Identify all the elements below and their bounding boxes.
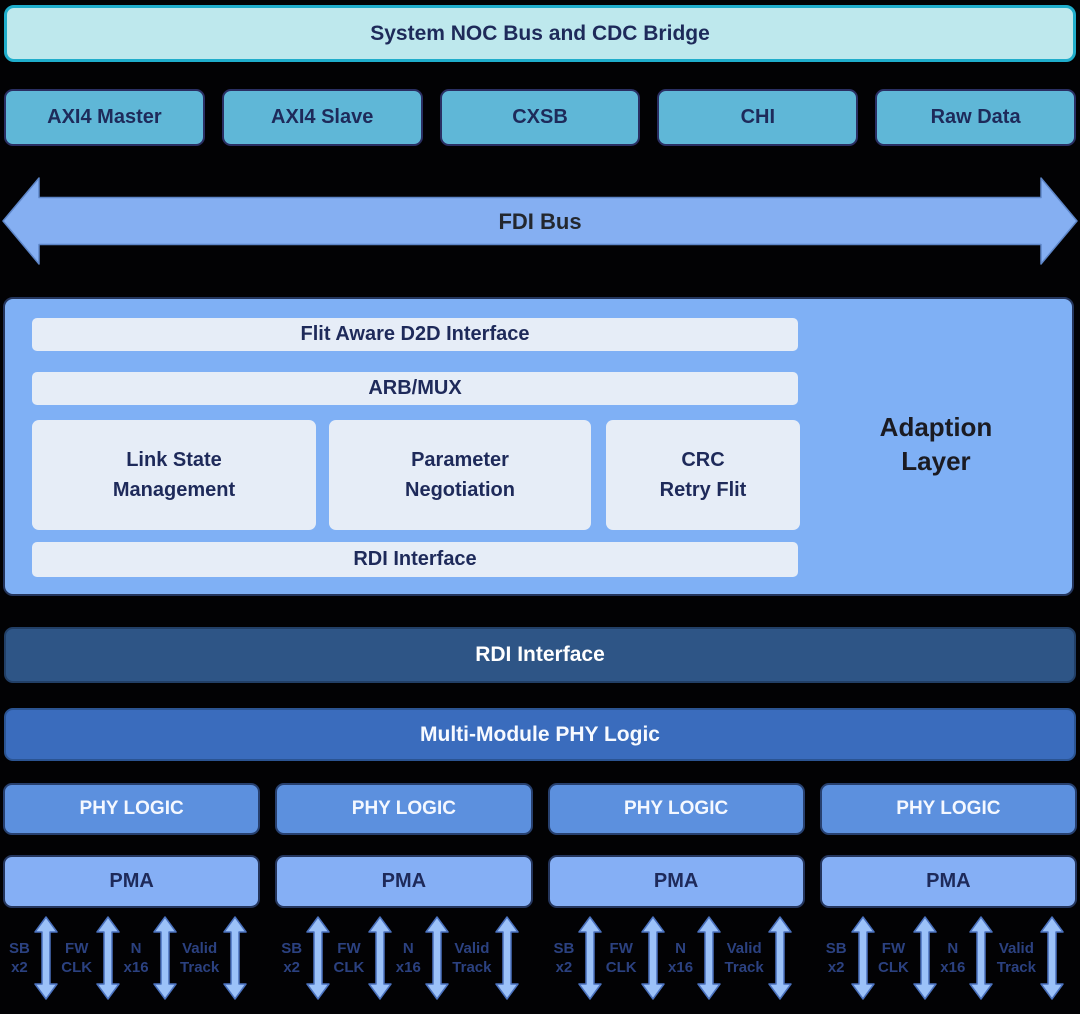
signal-label: Valid Track	[724, 939, 764, 977]
signal-label: N x16	[123, 939, 149, 977]
adaption-layer-title: Adaption Layer	[879, 412, 993, 476]
rdi-interface-inner-bar: RDI Interface	[32, 542, 798, 577]
adaption-layer-container: Flit Aware D2D Interface ARB/MUX Link St…	[3, 297, 1074, 596]
pma-box-3: PMA	[547, 855, 805, 908]
flit-aware-d2d-interface-bar: Flit Aware D2D Interface	[32, 318, 798, 351]
signal-valid-track: Valid Track	[725, 916, 793, 1000]
signal-fw-clk: FW CLK	[61, 916, 121, 1000]
phy-logic-box-3: PHY LOGIC	[547, 783, 805, 835]
signal-n-x16: N x16	[396, 916, 450, 1000]
phy-logic-box-4: PHY LOGIC	[819, 783, 1077, 835]
signal-label: N x16	[940, 939, 966, 977]
pma-row: PMA PMA PMA PMA	[3, 855, 1077, 908]
phy-logic-box-1: PHY LOGIC	[3, 783, 261, 835]
rdi-interface-bar: RDI Interface	[4, 627, 1076, 683]
system-noc-bus-banner: System NOC Bus and CDC Bridge	[4, 5, 1076, 62]
signal-fw-clk: FW CLK	[878, 916, 938, 1000]
crc-retry-flit-block: CRC Retry Flit	[606, 420, 800, 530]
signal-valid-track: Valid Track	[997, 916, 1065, 1000]
signal-valid-track: Valid Track	[452, 916, 520, 1000]
protocol-box-axi4-slave: AXI4 Slave	[221, 89, 423, 146]
protocol-box-chi: CHI	[657, 89, 859, 146]
protocol-box-cxsb: CXSB	[439, 89, 641, 146]
signal-label: Valid Track	[180, 939, 220, 977]
double-arrow-vertical-icon	[34, 916, 58, 1000]
double-arrow-vertical-icon	[640, 916, 665, 1000]
signal-label: FW CLK	[878, 939, 909, 977]
protocol-row: AXI4 Master AXI4 Slave CXSB CHI Raw Data	[4, 89, 1076, 146]
signal-sb-x2: SB x2	[9, 916, 59, 1000]
signal-row: SB x2 FW CLK N x16 Valid Track SB x2	[3, 915, 1077, 1001]
signal-label: SB x2	[825, 939, 847, 977]
pma-box-2: PMA	[275, 855, 533, 908]
double-arrow-vertical-icon	[1040, 916, 1064, 1000]
signal-group-1: SB x2 FW CLK N x16 Valid Track	[3, 915, 260, 1001]
signal-fw-clk: FW CLK	[334, 916, 394, 1000]
protocol-box-raw-data: Raw Data	[875, 89, 1076, 146]
double-arrow-vertical-icon	[152, 916, 177, 1000]
signal-sb-x2: SB x2	[554, 916, 604, 1000]
double-arrow-vertical-icon	[96, 916, 120, 1000]
signal-sb-x2: SB x2	[826, 916, 876, 1000]
signal-label: N x16	[395, 939, 421, 977]
double-arrow-vertical-icon	[850, 916, 875, 1000]
signal-n-x16: N x16	[940, 916, 994, 1000]
signal-valid-track: Valid Track	[180, 916, 248, 1000]
signal-group-2: SB x2 FW CLK N x16 Valid Track	[275, 915, 532, 1001]
signal-n-x16: N x16	[124, 916, 178, 1000]
fdi-bus-double-arrow-icon: FDI Bus	[2, 177, 1078, 265]
signal-label: FW CLK	[605, 939, 637, 977]
link-state-management-block: Link State Management	[32, 420, 316, 530]
double-arrow-vertical-icon	[495, 916, 520, 1000]
phy-logic-box-2: PHY LOGIC	[275, 783, 533, 835]
signal-sb-x2: SB x2	[281, 916, 331, 1000]
double-arrow-vertical-icon	[969, 916, 994, 1000]
double-arrow-vertical-icon	[578, 916, 603, 1000]
signal-fw-clk: FW CLK	[606, 916, 666, 1000]
protocol-box-axi4-master: AXI4 Master	[4, 89, 205, 146]
double-arrow-vertical-icon	[223, 916, 247, 1000]
double-arrow-vertical-icon	[368, 916, 393, 1000]
double-arrow-vertical-icon	[913, 916, 937, 1000]
signal-label: FW CLK	[61, 939, 93, 977]
fdi-bus-label: FDI Bus	[498, 209, 581, 234]
double-arrow-vertical-icon	[306, 916, 330, 1000]
double-arrow-vertical-icon	[767, 916, 792, 1000]
arb-mux-bar: ARB/MUX	[32, 372, 798, 405]
signal-group-4: SB x2 FW CLK N x16 Valid Track	[820, 915, 1077, 1001]
phy-logic-row: PHY LOGIC PHY LOGIC PHY LOGIC PHY LOGIC	[3, 783, 1077, 835]
signal-label: FW CLK	[333, 939, 365, 977]
signal-group-3: SB x2 FW CLK N x16 Valid Track	[548, 915, 805, 1001]
signal-label: Valid Track	[452, 939, 492, 977]
multi-module-phy-logic-bar: Multi-Module PHY Logic	[4, 708, 1076, 761]
signal-n-x16: N x16	[668, 916, 722, 1000]
double-arrow-vertical-icon	[697, 916, 721, 1000]
pma-box-4: PMA	[819, 855, 1077, 908]
signal-label: SB x2	[9, 939, 30, 977]
signal-label: N x16	[668, 939, 694, 977]
signal-label: SB x2	[553, 939, 575, 977]
pma-box-1: PMA	[3, 855, 261, 908]
parameter-negotiation-block: Parameter Negotiation	[329, 420, 591, 530]
double-arrow-vertical-icon	[425, 916, 449, 1000]
signal-label: SB x2	[281, 939, 303, 977]
signal-label: Valid Track	[996, 939, 1036, 977]
